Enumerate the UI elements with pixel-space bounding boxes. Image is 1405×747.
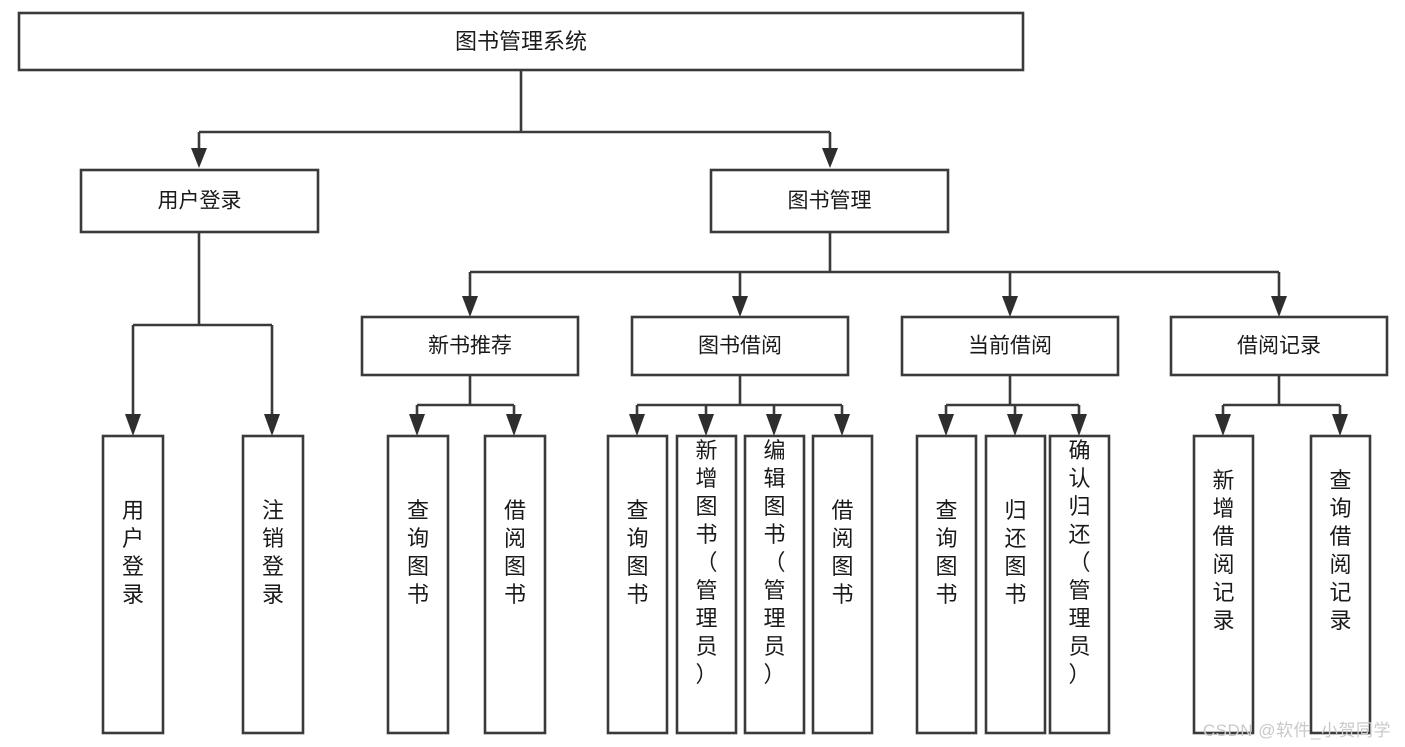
- leaf-node[interactable]: 注销登录: [241, 434, 305, 735]
- leaf-node[interactable]: 确认归还（管理员）: [1048, 434, 1111, 735]
- node-root-system[interactable]: 图书管理系统: [17, 11, 1025, 72]
- node-label-borrow-record: 借阅记录: [1237, 335, 1321, 358]
- connector-group-book-borrow: [629, 375, 850, 436]
- leaf-label-query-book-1: 查询图书: [407, 498, 429, 607]
- leaf-label-user-login: 用户登录: [122, 498, 144, 607]
- arrow-head-icon: [191, 148, 207, 168]
- leaf-node[interactable]: 查询借阅记录: [1309, 434, 1372, 735]
- arrow-head-icon: [766, 414, 782, 436]
- node-box-user-login[interactable]: [79, 168, 320, 234]
- node-label-root: 图书管理系统: [455, 29, 587, 54]
- node-box-new-book-recommend[interactable]: [360, 315, 580, 377]
- arrow-head-icon: [1271, 296, 1287, 317]
- connector-group-borrow-record: [1215, 375, 1348, 436]
- arrow-head-icon: [822, 148, 838, 168]
- connector-group-current-borrow: [938, 375, 1087, 436]
- leaf-box-query-book-1[interactable]: [386, 434, 450, 735]
- arrow-head-icon: [125, 414, 141, 436]
- leaf-box-user-login[interactable]: [101, 434, 165, 735]
- node-label-book-borrow: 图书借阅: [698, 335, 782, 358]
- leaf-label-query-book-2: 查询图书: [626, 498, 648, 607]
- node-book-management[interactable]: 图书管理: [709, 168, 950, 234]
- arrow-head-icon: [629, 414, 645, 436]
- node-current-borrow[interactable]: 当前借阅: [900, 315, 1120, 377]
- connector-group-user-login: [125, 232, 280, 436]
- node-label-current-borrow: 当前借阅: [968, 335, 1052, 358]
- arrow-head-icon: [264, 414, 280, 436]
- leaf-box-add-record[interactable]: [1192, 434, 1255, 735]
- arrow-head-icon: [1007, 414, 1023, 436]
- arrow-head-icon: [1002, 296, 1018, 317]
- node-new-book-recommend[interactable]: 新书推荐: [360, 315, 580, 377]
- leaf-label-query-record: 查询借阅记录: [1329, 468, 1351, 633]
- leaf-box-add-book[interactable]: [675, 434, 738, 735]
- node-box-root[interactable]: [17, 11, 1025, 72]
- arrow-head-icon: [462, 296, 478, 317]
- leaf-node[interactable]: 查询图书: [386, 434, 450, 735]
- csdn-watermark: CSDN @软件_小贺同学: [1202, 721, 1391, 740]
- leaf-box-borrow-book-2[interactable]: [811, 434, 874, 735]
- leaf-box-logout[interactable]: [241, 434, 305, 735]
- leaf-node[interactable]: 借阅图书: [811, 434, 874, 735]
- connector-group-root: [191, 70, 838, 168]
- leaf-label-confirm-return: 确认归还（管理员）: [1068, 438, 1090, 687]
- leaf-box-query-book-2[interactable]: [606, 434, 669, 735]
- leaf-node[interactable]: 查询图书: [606, 434, 669, 735]
- node-box-borrow-record[interactable]: [1169, 315, 1389, 377]
- leaf-box-query-record[interactable]: [1309, 434, 1372, 735]
- arrow-head-icon: [1215, 414, 1231, 436]
- leaf-node[interactable]: 编辑图书（管理员）: [743, 434, 806, 735]
- node-book-borrow[interactable]: 图书借阅: [630, 315, 850, 377]
- node-user-login[interactable]: 用户登录: [79, 168, 320, 234]
- leaf-node[interactable]: 新增图书（管理员）: [675, 434, 738, 735]
- node-borrow-record[interactable]: 借阅记录: [1169, 315, 1389, 377]
- leaf-label-query-book-3: 查询图书: [935, 498, 957, 607]
- connector-group-book-mgmt: [462, 232, 1287, 317]
- node-label-new-book-recommend: 新书推荐: [428, 335, 512, 358]
- leaf-node[interactable]: 查询图书: [915, 434, 978, 735]
- leaf-label-logout: 注销登录: [262, 498, 284, 607]
- node-box-book-borrow[interactable]: [630, 315, 850, 377]
- node-label-user-login: 用户登录: [158, 190, 242, 213]
- leaf-box-return-book[interactable]: [984, 434, 1047, 735]
- leaf-label-edit-book: 编辑图书（管理员）: [763, 438, 785, 687]
- leaf-label-add-record: 新增借阅记录: [1212, 468, 1234, 633]
- arrow-head-icon: [1332, 414, 1348, 436]
- arrow-head-icon: [409, 414, 425, 436]
- leaf-box-query-book-3[interactable]: [915, 434, 978, 735]
- node-box-book-management[interactable]: [709, 168, 950, 234]
- arrow-head-icon: [732, 296, 748, 317]
- arrow-head-icon: [698, 414, 714, 436]
- leaf-label-borrow-book-2: 借阅图书: [831, 498, 853, 607]
- leaf-box-edit-book[interactable]: [743, 434, 806, 735]
- leaf-node[interactable]: 用户登录: [101, 434, 165, 735]
- leaf-label-return-book: 归还图书: [1004, 498, 1026, 607]
- leaf-label-add-book: 新增图书（管理员）: [695, 438, 717, 687]
- leaf-label-borrow-book-1: 借阅图书: [504, 498, 526, 607]
- connector-group-new-book: [409, 375, 522, 436]
- leaf-box-confirm-return[interactable]: [1048, 434, 1111, 735]
- leaf-box-borrow-book-1[interactable]: [483, 434, 547, 735]
- leaf-node[interactable]: 借阅图书: [483, 434, 547, 735]
- node-label-book-management: 图书管理: [788, 190, 872, 213]
- node-box-current-borrow[interactable]: [900, 315, 1120, 377]
- arrow-head-icon: [1071, 414, 1087, 436]
- arrow-head-icon: [938, 414, 954, 436]
- arrow-head-icon: [834, 414, 850, 436]
- leaf-node[interactable]: 归还图书: [984, 434, 1047, 735]
- leaf-node[interactable]: 新增借阅记录: [1192, 434, 1255, 735]
- arrow-head-icon: [506, 414, 522, 436]
